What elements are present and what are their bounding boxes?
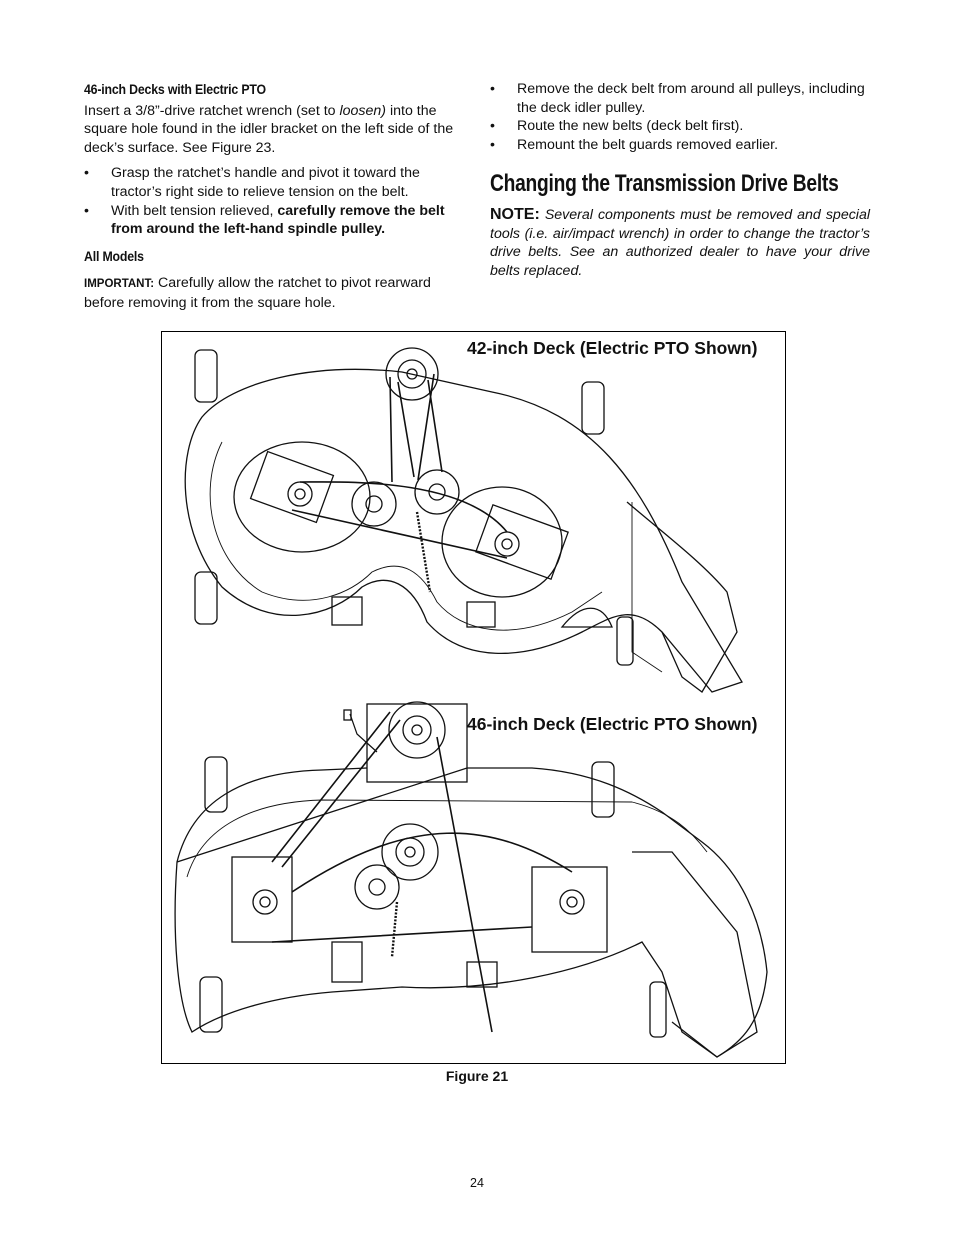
bullet-dot: • xyxy=(490,136,495,153)
right-bullet-2-text: Route the new belts (deck belt first). xyxy=(517,118,744,135)
right-bullet-3-text: Remount the belt guards removed earlier. xyxy=(517,136,779,153)
right-bullet-1-text: Remove the deck belt from around all pul… xyxy=(517,81,865,116)
left-bullet-1: • Grasp the ratchet’s handle and pivot it… xyxy=(84,164,454,201)
note-paragraph: NOTE: Several components must be removed… xyxy=(490,206,870,280)
deck-46-drawing xyxy=(174,701,768,1058)
important-label: IMPORTANT: xyxy=(84,278,155,291)
left-bullet-1-text: Grasp the ratchet’s handle and pivot it … xyxy=(111,165,420,200)
left-bullet-2-text-bold: carefully remove the belt from around th… xyxy=(111,202,445,238)
figure-label-46-inch: 46-inch Deck (Electric PTO Shown) xyxy=(467,714,758,734)
important-paragraph: IMPORTANT: Carefully allow the ratchet t… xyxy=(84,274,454,312)
figure-21-box: 42-inch Deck (Electric PTO Shown) 46-inc… xyxy=(161,331,786,1064)
section-heading-transmission: Changing the Transmission Drive Belts xyxy=(490,170,839,198)
left-bullet-2-text-a: With belt tension relieved, xyxy=(111,202,278,219)
intro-paragraph: Insert a 3/8”-drive ratchet wrench (set … xyxy=(84,102,454,158)
section-heading-46-inch: 46-inch Decks with Electric PTO xyxy=(84,81,266,97)
left-bullet-2: • With belt tension relieved, carefully r… xyxy=(84,202,454,239)
bullet-dot: • xyxy=(84,165,89,182)
bullet-dot: • xyxy=(490,118,495,135)
deck-illustration xyxy=(174,347,768,1058)
intro-emphasis: loosen) xyxy=(339,102,387,119)
page-number: 24 xyxy=(470,1176,484,1190)
figure-caption: Figure 21 xyxy=(445,1068,509,1084)
important-text: Carefully allow the ratchet to pivot rea… xyxy=(84,275,431,311)
note-label: NOTE: xyxy=(490,205,540,223)
right-bullet-3: • Remount the belt guards removed earlier… xyxy=(490,136,870,155)
bullet-dot: • xyxy=(490,81,495,97)
left-column: 46-inch Decks with Electric PTO Insert a… xyxy=(84,80,454,313)
bullet-dot: • xyxy=(84,202,89,219)
intro-text-b: into the square hole found in the idler … xyxy=(84,102,454,156)
intro-text-a: Insert a 3/8”-drive ratchet wrench (set … xyxy=(84,102,340,119)
section-heading-all-models: All Models xyxy=(84,247,144,264)
note-text: Several components must be removed and s… xyxy=(490,206,870,279)
deck-42-drawing xyxy=(184,347,743,693)
right-bullet-1: • Remove the deck belt from around all pu… xyxy=(490,80,870,117)
right-column: • Remove the deck belt from around all pu… xyxy=(490,80,870,280)
right-bullet-2: • Route the new belts (deck belt first). xyxy=(490,117,870,136)
figure-label-42-inch: 42-inch Deck (Electric PTO Shown) xyxy=(467,338,758,358)
